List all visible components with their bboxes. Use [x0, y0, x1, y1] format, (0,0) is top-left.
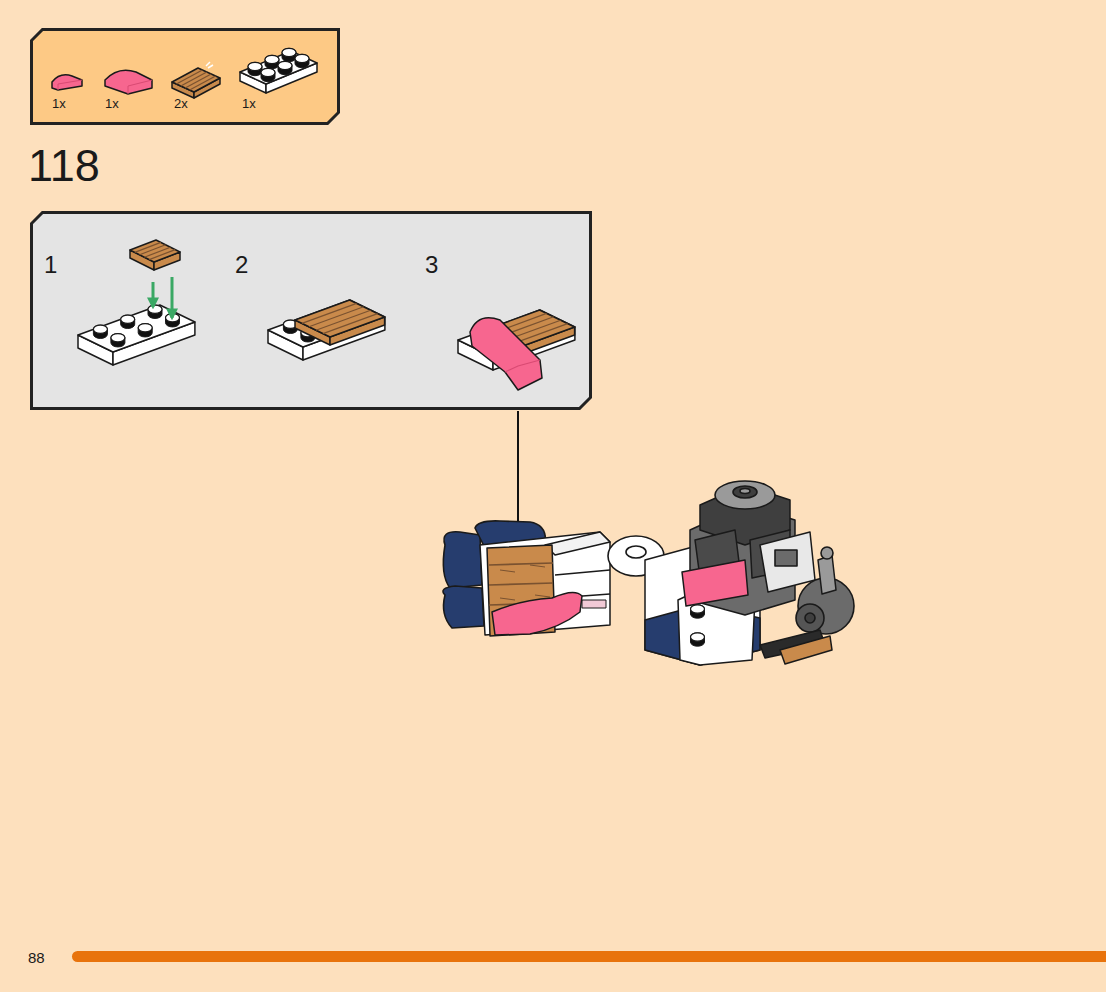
stud: [121, 315, 135, 328]
tile-top: [295, 300, 385, 337]
panel-outline: [30, 28, 340, 125]
stud: [295, 54, 309, 67]
part-count: 2x: [174, 97, 188, 110]
stud-top: [148, 305, 162, 313]
pink-tile: [682, 560, 748, 606]
part-count: 1x: [52, 97, 66, 110]
part-count: 1x: [105, 97, 119, 110]
stud-top: [265, 55, 279, 63]
wood-grain: [302, 303, 357, 323]
page-number: 88: [28, 950, 45, 965]
substep-number: 3: [425, 253, 438, 277]
stud: [265, 55, 279, 68]
substep-panel: 1 2 3: [30, 211, 592, 410]
substep-number: 1: [44, 253, 57, 277]
stud: [691, 605, 705, 618]
wood-grain: [190, 76, 216, 90]
panel-shape: [32, 30, 339, 124]
wood-grain: [144, 247, 170, 257]
wood-grain: [309, 307, 364, 327]
stud-top: [121, 315, 135, 323]
stud: [282, 48, 296, 61]
stud-top: [691, 605, 705, 613]
model-part: [545, 532, 610, 555]
part-pictures: [52, 48, 317, 98]
model-part: [760, 532, 815, 592]
panel-shape: [32, 213, 591, 409]
stud-top: [261, 68, 275, 76]
stud-top: [111, 334, 125, 342]
stud: [691, 633, 705, 646]
stud: [93, 325, 107, 338]
page-bar: [72, 951, 1106, 962]
stud-top: [295, 54, 309, 62]
curved-slope: [470, 318, 542, 390]
stud-top: [691, 633, 705, 641]
curved-slope: [52, 75, 82, 90]
model-part: [818, 555, 836, 594]
curved-slope: [492, 592, 582, 635]
stud: [111, 334, 125, 347]
plate-top: [78, 305, 195, 352]
plate-top: [268, 300, 385, 347]
stud-top: [278, 61, 292, 69]
parts-callout: 1x 1x 2x 1x: [30, 28, 340, 125]
stud: [148, 305, 162, 318]
stud: [278, 61, 292, 74]
stud: [248, 62, 262, 75]
tile-top: [130, 240, 180, 262]
part-count: 1x: [242, 97, 256, 110]
panel-outline: [30, 211, 592, 410]
stud: [138, 324, 152, 337]
white-body: [480, 532, 610, 635]
stud-top: [248, 62, 262, 70]
wood-grain: [140, 245, 166, 255]
stud-top: [282, 48, 296, 56]
stud: [261, 68, 275, 81]
step-number: 118: [28, 143, 100, 188]
wood-grain: [149, 250, 175, 260]
wood-grain: [316, 310, 371, 330]
assembly-arrow: [152, 282, 155, 307]
substep-number: 2: [235, 253, 248, 277]
model-part: [780, 636, 832, 664]
stud-top: [93, 325, 107, 333]
plate-top: [240, 51, 317, 84]
model-assembly: [443, 481, 854, 665]
curved-slope: [105, 70, 152, 94]
wood-grain: [323, 314, 378, 334]
placement-arrow: [517, 411, 519, 538]
part-pictures: [78, 240, 575, 390]
stud-top: [138, 324, 152, 332]
assembly-arrow: [171, 277, 174, 318]
tile-top: [172, 68, 220, 92]
wood-grain: [135, 242, 161, 252]
